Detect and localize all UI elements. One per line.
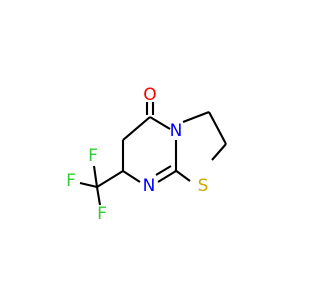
atom-labels: O N N S F F F — [66, 85, 208, 224]
bond-n8-c7 — [122, 170, 141, 183]
atom-nitrogen-imine: N — [143, 176, 156, 196]
bond-c5-n4 — [149, 116, 171, 130]
structure-diagram: O N N S F F F — [66, 85, 227, 224]
atom-sulfur: S — [198, 176, 209, 196]
bond-n4-c3 — [182, 111, 210, 123]
bond-c8a-n8-a — [157, 170, 177, 183]
molecule-canvas: O N N S F F F — [66, 85, 227, 224]
bond-c2-s — [211, 143, 227, 161]
atom-oxygen: O — [143, 85, 156, 105]
atom-fluorine-bottom: F — [97, 204, 107, 224]
bond-c7-cf3 — [96, 170, 124, 188]
bond-s-c8a — [174, 169, 191, 182]
bond-cf3-f-left — [79, 181, 98, 189]
bond-c3-c2 — [208, 111, 227, 145]
bond-c8a-n8-b — [155, 165, 172, 176]
atom-fluorine-left: F — [66, 171, 76, 191]
bonds — [79, 102, 227, 206]
bond-cf3-f-down — [95, 186, 102, 206]
bond-cf3-f-up — [92, 165, 99, 188]
atom-fluorine-top: F — [88, 146, 98, 166]
bond-c6-c5 — [122, 116, 151, 141]
atom-nitrogen-ring: N — [170, 121, 183, 141]
